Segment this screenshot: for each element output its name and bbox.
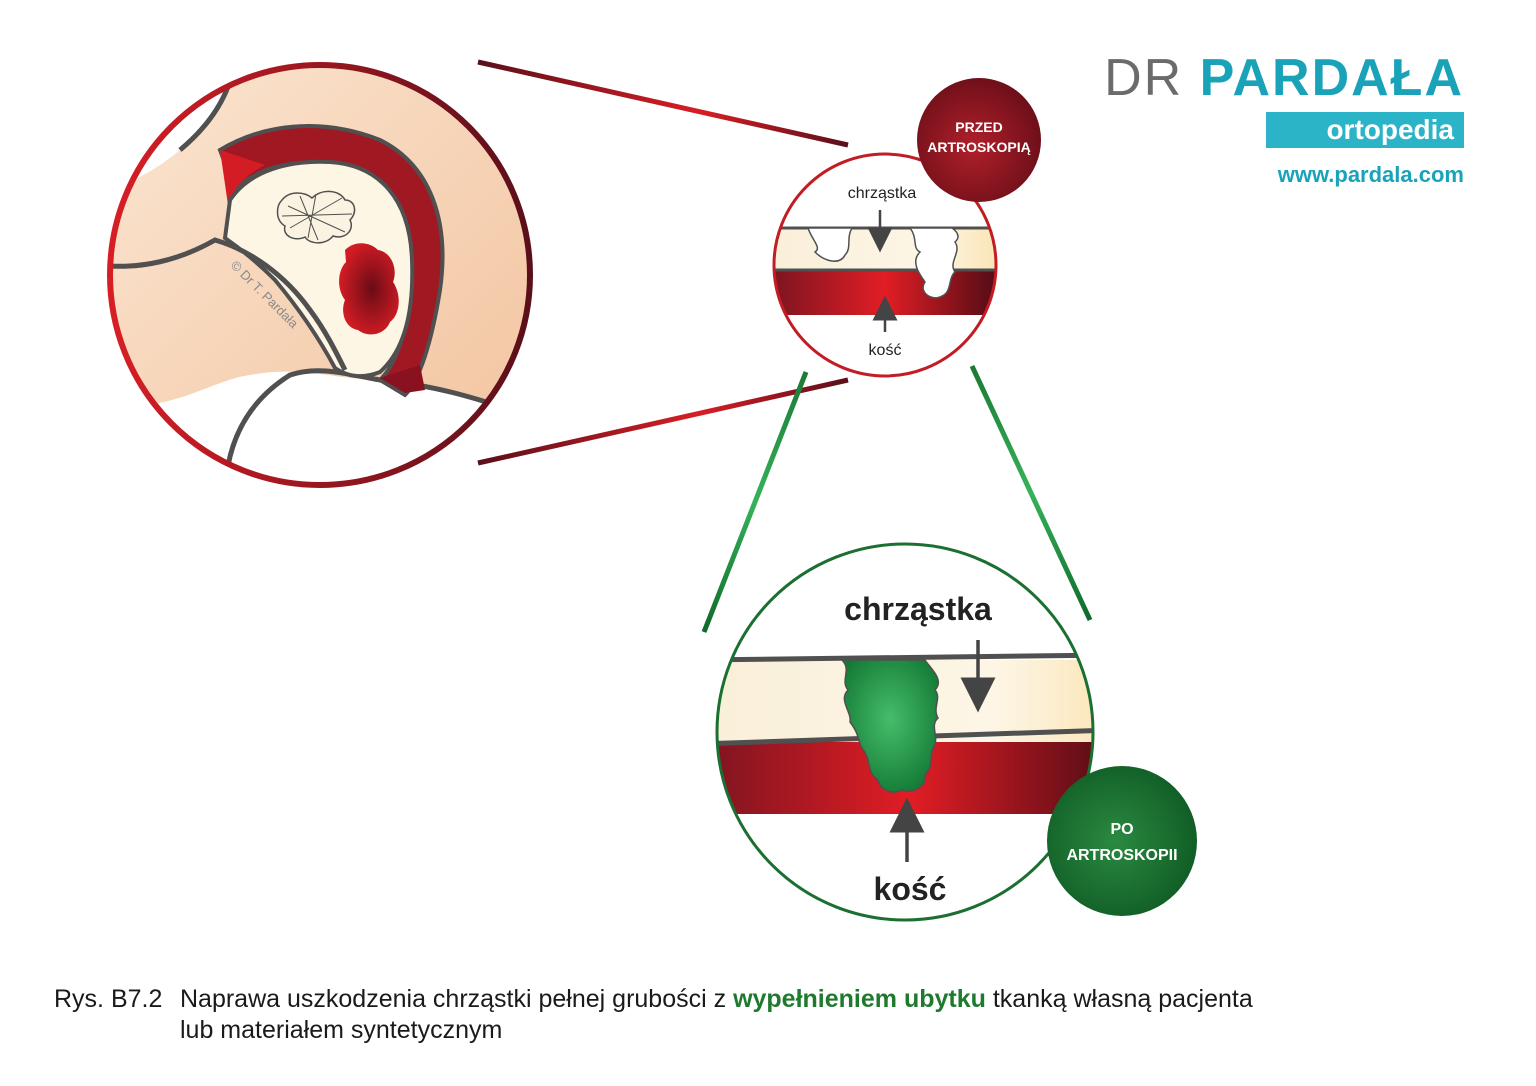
cartilage-label-large: chrząstka	[844, 591, 992, 627]
brand-name: DR PARDAŁA	[1104, 52, 1464, 104]
figure-caption: Rys. B7.2 Naprawa uszkodzenia chrząstki p…	[54, 984, 1253, 1046]
caption-text-before: Naprawa uszkodzenia chrząstki pełnej gru…	[180, 985, 734, 1013]
badge-after-line1: PO	[1110, 821, 1133, 838]
cartilage-label-small: chrząstka	[848, 185, 917, 202]
bone-label-small: kość	[869, 342, 902, 359]
badge-before-line2: ARTROSKOPIĄ	[927, 139, 1030, 155]
figure-number: Rys. B7.2	[54, 985, 163, 1013]
zoom-line-right-green	[969, 364, 1093, 622]
after-arthroscopy-detail: chrząstka kość	[715, 542, 1095, 922]
badge-after-line2: ARTROSKOPII	[1066, 847, 1177, 864]
caption-text-after: tkanką własną pacjenta	[985, 985, 1253, 1013]
brand-subtitle: ortopedia	[1266, 112, 1464, 148]
brand-name-bold: PARDAŁA	[1199, 49, 1464, 107]
before-arthroscopy-detail: chrząstka kość	[772, 152, 998, 378]
knee-closeup-illustration: © Dr T. Pardała	[107, 62, 533, 488]
zoom-line-left-green	[701, 371, 809, 633]
brand-url[interactable]: www.pardala.com	[1277, 162, 1464, 187]
badge-before-line1: PRZED	[955, 119, 1002, 135]
brand-logo: DR PARDAŁA ortopedia www.pardala.com	[1104, 52, 1464, 188]
zoom-line-top	[477, 59, 849, 148]
bone-label-large: kość	[874, 871, 947, 907]
caption-line2: lub materiałem syntetycznym	[180, 1016, 503, 1044]
brand-name-light: DR	[1104, 49, 1200, 107]
caption-highlight: wypełnieniem ubytku	[733, 985, 986, 1013]
badge-after-arthroscopy: PO ARTROSKOPII	[1047, 766, 1197, 916]
badge-before-arthroscopy: PRZED ARTROSKOPIĄ	[917, 78, 1041, 202]
caption-line1: Rys. B7.2 Naprawa uszkodzenia chrząstki p…	[54, 984, 1253, 1015]
zoom-line-bottom	[477, 377, 849, 466]
